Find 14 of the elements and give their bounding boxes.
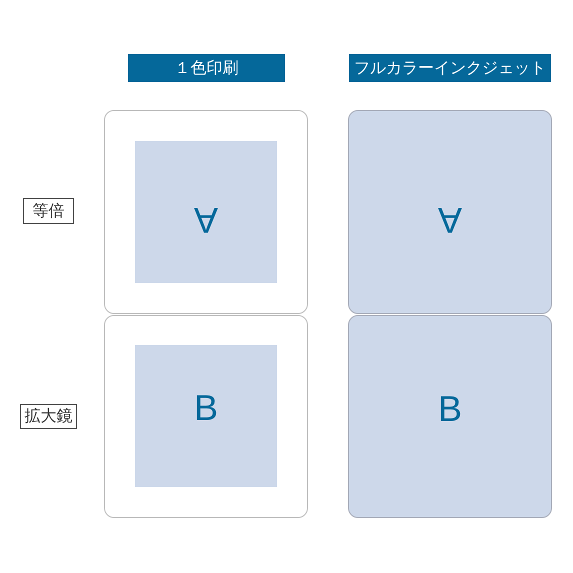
rounded-card [348, 315, 552, 518]
letter-glyph: B [438, 390, 462, 426]
column-header: フルカラーインクジェット [349, 54, 551, 82]
print-square [135, 345, 277, 487]
letter-glyph: A [194, 202, 218, 238]
print-square [135, 141, 277, 283]
column-header: １色印刷 [128, 54, 285, 82]
letter-glyph: B [194, 390, 218, 426]
row-label: 等倍 [23, 198, 74, 224]
row-label: 拡大鏡 [20, 404, 77, 429]
rounded-card [104, 110, 308, 314]
rounded-card [348, 110, 552, 314]
rounded-card [104, 315, 308, 518]
letter-glyph: A [438, 202, 462, 238]
